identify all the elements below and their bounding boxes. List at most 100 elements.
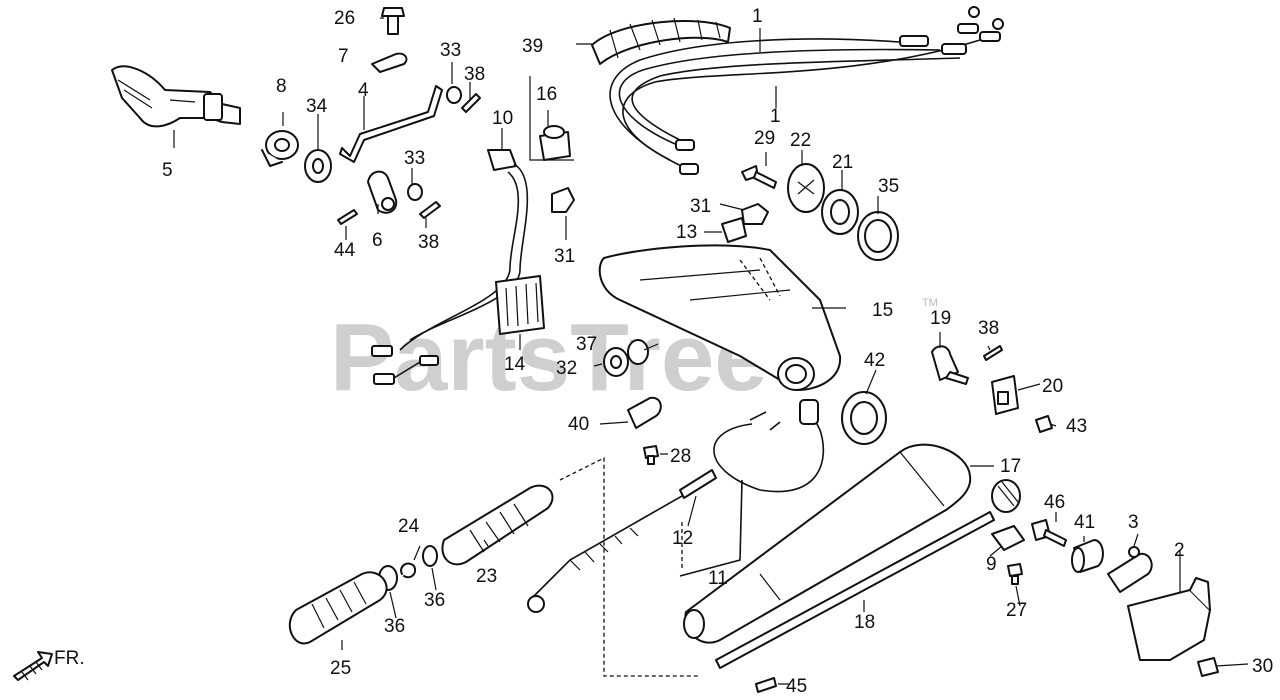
callout-25: 25: [330, 658, 351, 679]
cdi-unit[interactable]: [495, 275, 545, 335]
bushing-21[interactable]: [821, 189, 859, 235]
throttle-lever[interactable]: [111, 65, 241, 128]
pin-38b[interactable]: [419, 201, 441, 219]
clamp-20[interactable]: [991, 375, 1019, 415]
collar[interactable]: [261, 130, 299, 167]
callout-33a: 33: [440, 40, 461, 61]
callout-38b: 38: [418, 232, 439, 253]
nut-31b[interactable]: [741, 203, 769, 225]
leader-lines: [173, 17, 1249, 685]
pin-44[interactable]: [337, 209, 358, 225]
callout-29: 29: [754, 128, 775, 149]
nut-31a[interactable]: [551, 187, 575, 213]
tiller-grip[interactable]: [288, 571, 388, 645]
stop-switch[interactable]: [371, 149, 529, 385]
callout-1b: 1: [770, 106, 781, 127]
callout-9: 9: [986, 554, 997, 575]
callout-8: 8: [276, 76, 287, 97]
callout-33b: 33: [404, 148, 425, 169]
pin-45[interactable]: [755, 677, 777, 693]
tiller-bracket[interactable]: [598, 244, 842, 391]
callout-38c: 38: [978, 318, 999, 339]
throttle-cables[interactable]: [609, 6, 1004, 175]
seal-42[interactable]: [841, 391, 887, 445]
watermark-tm: TM: [922, 297, 938, 309]
spring-24[interactable]: [400, 562, 416, 579]
rod-knob[interactable]: [991, 479, 1021, 513]
washer-33b[interactable]: [407, 183, 423, 201]
collar-41[interactable]: [1071, 539, 1104, 573]
callout-6: 6: [372, 230, 383, 251]
cable-clamp[interactable]: [721, 217, 747, 243]
callout-18: 18: [854, 612, 875, 633]
shift-rod[interactable]: [715, 511, 995, 669]
pin-38c[interactable]: [983, 345, 1003, 361]
callout-23: 23: [476, 566, 497, 587]
callout-40: 40: [568, 414, 589, 435]
shift-bracket[interactable]: [1127, 577, 1211, 661]
callout-31a: 31: [554, 246, 575, 267]
callout-44: 44: [334, 240, 356, 261]
callout-41: 41: [1074, 512, 1095, 533]
callout-38a: 38: [464, 64, 485, 85]
leader-11: [679, 479, 743, 577]
callout-31b: 31: [690, 196, 711, 217]
tiller-arm[interactable]: [683, 443, 972, 644]
cable-clamp-40[interactable]: [627, 396, 662, 429]
washer-34[interactable]: [304, 149, 332, 183]
throttle-tube[interactable]: [441, 484, 554, 566]
callout-19: 19: [930, 308, 951, 329]
callout-13: 13: [676, 222, 697, 243]
spiral-wrap[interactable]: [591, 17, 731, 65]
front-direction-arrow: FR.: [13, 648, 85, 681]
callout-36a: 36: [424, 590, 445, 611]
callout-11: 11: [708, 568, 728, 589]
callout-46: 46: [1044, 492, 1065, 513]
screw-28[interactable]: [643, 445, 659, 465]
bracket-9[interactable]: [991, 525, 1025, 551]
lock-lever[interactable]: [931, 345, 969, 385]
stop-wire[interactable]: [713, 399, 825, 493]
callout-17: 17: [1000, 456, 1021, 477]
bolt-29[interactable]: [741, 165, 777, 189]
callout-7: 7: [338, 46, 349, 67]
callout-32: 32: [556, 358, 577, 379]
callout-24: 24: [398, 516, 420, 537]
callout-15: 15: [872, 300, 893, 321]
callout-36b: 36: [384, 616, 405, 637]
callout-1: 1: [752, 6, 763, 27]
bolt-46[interactable]: [1031, 519, 1067, 547]
shift-arm[interactable]: [1107, 546, 1153, 593]
callout-4: 4: [358, 80, 369, 101]
bushing-32[interactable]: [603, 347, 629, 377]
callout-28: 28: [670, 446, 691, 467]
callout-12: 12: [672, 528, 693, 549]
callout-43: 43: [1066, 416, 1087, 437]
callout-37: 37: [576, 334, 597, 355]
bolt-26[interactable]: [381, 7, 405, 35]
throttle-cable-inner[interactable]: [527, 469, 717, 613]
washer-37[interactable]: [627, 339, 649, 365]
throttle-rod[interactable]: [339, 85, 443, 163]
washer-36a[interactable]: [422, 545, 438, 567]
callout-2: 2: [1174, 540, 1185, 561]
throttle-arm[interactable]: [367, 170, 398, 214]
washer-35[interactable]: [857, 211, 899, 261]
link-plate[interactable]: [371, 52, 408, 73]
callout-34: 34: [306, 96, 328, 117]
washer-33a[interactable]: [446, 86, 462, 104]
front-label: FR.: [54, 648, 85, 669]
nut-43[interactable]: [1035, 415, 1053, 433]
friction-plate[interactable]: [787, 163, 825, 213]
nut-30[interactable]: [1197, 657, 1219, 677]
callout-35: 35: [878, 176, 899, 197]
pin-38a[interactable]: [461, 93, 481, 113]
callout-27: 27: [1006, 600, 1027, 621]
callout-3: 3: [1128, 512, 1139, 533]
grommet-16[interactable]: [539, 125, 571, 161]
screw-27[interactable]: [1007, 563, 1023, 585]
callout-30: 30: [1252, 656, 1273, 677]
callout-20: 20: [1042, 376, 1063, 397]
callout-26: 26: [334, 8, 355, 29]
